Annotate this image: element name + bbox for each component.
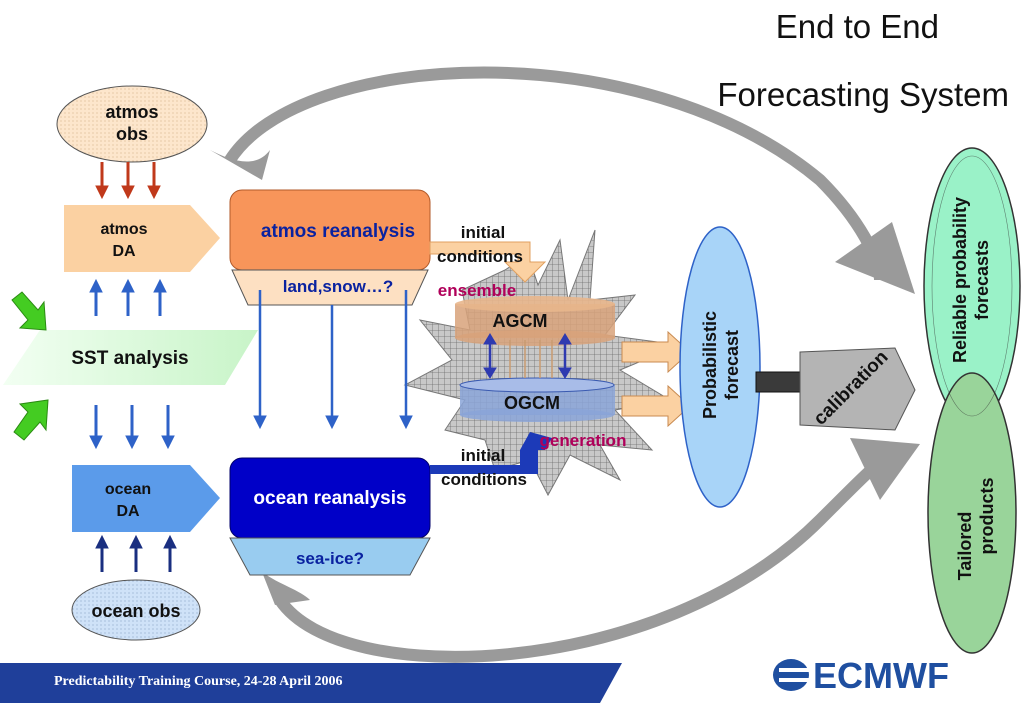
ecmwf-logo: ECMWF <box>773 655 949 695</box>
ocean-da-node <box>72 465 220 532</box>
atmos-to-ocean-arrows <box>253 290 413 430</box>
atmos-obs-line2: obs <box>116 124 148 144</box>
green-input-arrows <box>11 291 49 441</box>
ic-bottom-line2: conditions <box>441 470 527 489</box>
ocean-da-line2: DA <box>116 503 140 520</box>
feedback-arrow-bottom <box>262 438 920 663</box>
ensemble-star <box>403 229 682 497</box>
atmos-reanalysis-label: atmos reanalysis <box>261 221 415 242</box>
ecmwf-logo-text: ECMWF <box>813 655 949 695</box>
sst-analysis-label: SST analysis <box>71 348 188 369</box>
ogcm-to-forecast-arrow <box>621 384 691 428</box>
title-line2: Forecasting System <box>717 76 1009 113</box>
tailored-products-node <box>927 372 1017 654</box>
ic-bottom-line1: initial <box>461 446 505 465</box>
sst-to-ocean-arrows <box>89 405 175 450</box>
prob-forecast-line2: forecast <box>722 330 742 400</box>
ogcm-cylinder <box>459 377 615 422</box>
title-line1: End to End <box>775 8 939 45</box>
ic-top-line1: initial <box>461 223 505 242</box>
initial-conditions-bottom-label: initial conditions <box>441 446 527 489</box>
atmos-obs-line1: atmos <box>105 102 158 122</box>
ic-top-line2: conditions <box>437 247 523 266</box>
land-snow-node <box>231 269 429 306</box>
reliable-line2: forecasts <box>972 240 992 320</box>
ocean-obs-node <box>71 579 201 641</box>
tailored-line2: products <box>977 477 997 554</box>
sst-analysis-node <box>3 330 258 385</box>
ogcm-label: OGCM <box>504 393 560 413</box>
ocean-obs-label: ocean obs <box>91 601 180 621</box>
ocean-ic-arrow <box>430 432 552 474</box>
sea-ice-label: sea-ice? <box>296 549 364 568</box>
coupling-arrows <box>483 333 572 379</box>
atmos-ic-arrow <box>429 241 547 283</box>
prob-forecast-line1: Probabilistic <box>700 311 720 419</box>
sea-ice-node <box>229 537 431 576</box>
probabilistic-forecast-node <box>679 226 761 508</box>
sst-to-atmos-arrows <box>89 278 167 316</box>
ocean-obs-arrows <box>95 534 177 572</box>
ocean-reanalysis-label: ocean reanalysis <box>253 488 406 509</box>
atmos-obs-node <box>56 85 208 163</box>
atmos-obs-arrows <box>95 162 161 200</box>
generation-label: generation <box>540 431 627 450</box>
ensemble-thin-arrows <box>509 340 553 378</box>
footer-text: Predictability Training Course, 24-28 Ap… <box>54 674 343 689</box>
agcm-label: AGCM <box>493 311 548 331</box>
ocean-da-line1: ocean <box>105 481 151 498</box>
ensemble-label: ensemble <box>438 281 516 300</box>
atmos-da-line1: atmos <box>100 221 147 238</box>
land-snow-label: land,snow…? <box>283 277 394 296</box>
ecmwf-logo-mark <box>773 659 811 691</box>
agcm-to-forecast-arrow <box>621 330 691 374</box>
atmos-da-node <box>64 205 220 272</box>
tailored-line1: Tailored <box>955 512 975 581</box>
reliable-line1: Reliable probability <box>950 197 970 363</box>
calibration-node <box>799 347 916 431</box>
atmos-da-line2: DA <box>112 243 136 260</box>
footer-bar <box>0 663 622 703</box>
initial-conditions-top-label: initial conditions <box>437 223 523 266</box>
feedback-arrow-top <box>210 66 915 294</box>
agcm-cylinder <box>455 296 615 346</box>
